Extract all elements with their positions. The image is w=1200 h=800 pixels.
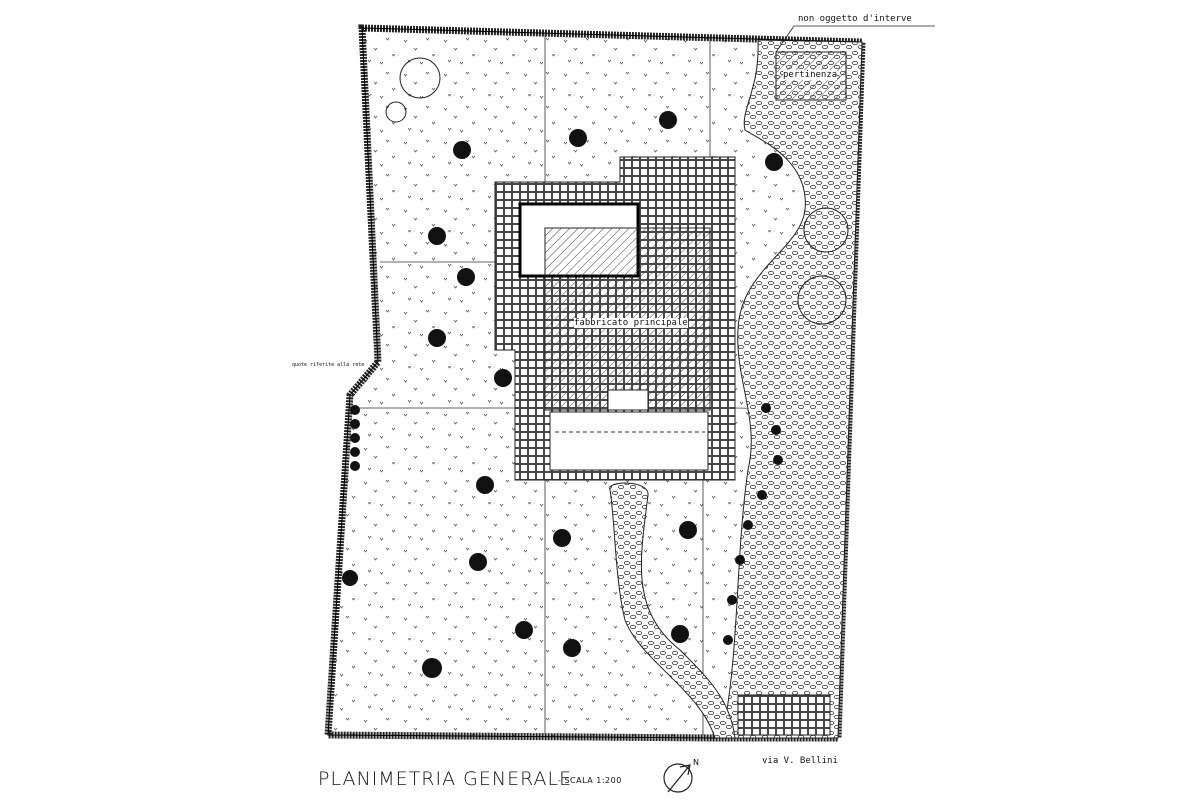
- excluded-area-label: non oggetto d'interve: [798, 14, 912, 24]
- north-arrow-icon: [663, 763, 693, 793]
- garden-path: [609, 482, 736, 739]
- drawing-title: PLANIMETRIA GENERALE: [318, 768, 573, 790]
- trees: [342, 111, 783, 678]
- street-label: via V. Bellini: [762, 756, 838, 766]
- outbuilding-label: pertinenza: [783, 70, 838, 80]
- main-building-label: fabbricato principale: [574, 318, 688, 328]
- leader-line: [775, 25, 935, 53]
- elevation-note: quote riferite alla rete: [292, 362, 365, 368]
- drawing-scale: - SCALA 1:200: [558, 776, 622, 785]
- gravel-area: [721, 39, 863, 739]
- boundary-wall: [737, 694, 831, 736]
- tree-outlines: [385, 57, 849, 325]
- north-label: N: [693, 758, 699, 767]
